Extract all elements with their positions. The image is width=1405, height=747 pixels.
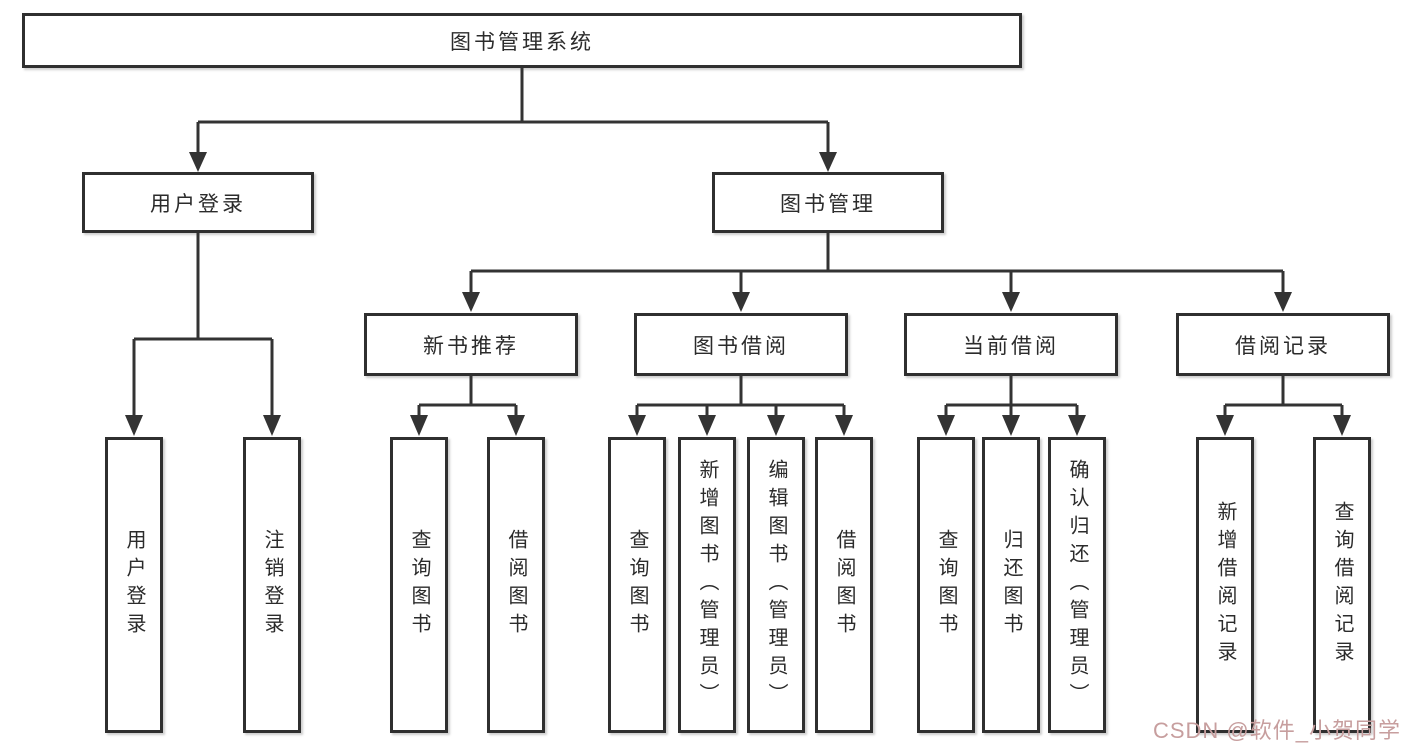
node-current-borrowing-label: 当前借阅 xyxy=(963,334,1059,358)
leaf-confirm-return-admin-label: 确认归还（管理员） xyxy=(1066,459,1088,711)
leaf-current-query-books-label: 查询图书 xyxy=(935,529,957,641)
leaf-edit-books-admin: 编辑图书（管理员） xyxy=(747,437,805,733)
node-book-borrowing-label: 图书借阅 xyxy=(693,334,789,358)
leaf-query-borrow-record: 查询借阅记录 xyxy=(1313,437,1371,733)
csdn-watermark: CSDN @软件_小贺同学 xyxy=(1152,718,1401,743)
leaf-user-login-label: 用户登录 xyxy=(123,529,145,641)
leaf-recommend-query-books: 查询图书 xyxy=(390,437,448,733)
leaf-recommend-borrow-books-label: 借阅图书 xyxy=(505,529,527,641)
leaf-recommend-borrow-books: 借阅图书 xyxy=(487,437,545,733)
leaf-borrowing-borrow-books-label: 借阅图书 xyxy=(833,529,855,641)
leaf-add-borrow-record: 新增借阅记录 xyxy=(1196,437,1254,733)
node-library-system: 图书管理系统 xyxy=(22,13,1022,68)
leaf-add-books-admin: 新增图书（管理员） xyxy=(678,437,736,733)
arrowheads xyxy=(125,152,1351,436)
leaf-confirm-return-admin: 确认归还（管理员） xyxy=(1048,437,1106,733)
leaf-return-books-label: 归还图书 xyxy=(1000,529,1022,641)
node-current-borrowing: 当前借阅 xyxy=(904,313,1118,376)
tree-lines xyxy=(132,68,1344,420)
node-new-book-recommendation-label: 新书推荐 xyxy=(423,334,519,358)
leaf-logout-label: 注销登录 xyxy=(261,529,283,641)
leaf-add-borrow-record-label: 新增借阅记录 xyxy=(1214,501,1236,669)
leaf-borrowing-query-books-label: 查询图书 xyxy=(626,529,648,641)
leaf-current-query-books: 查询图书 xyxy=(917,437,975,733)
leaf-user-login: 用户登录 xyxy=(105,437,163,733)
leaf-borrowing-borrow-books: 借阅图书 xyxy=(815,437,873,733)
leaf-edit-books-admin-label: 编辑图书（管理员） xyxy=(765,459,787,711)
leaf-add-books-admin-label: 新增图书（管理员） xyxy=(696,459,718,711)
leaf-query-borrow-record-label: 查询借阅记录 xyxy=(1331,501,1353,669)
node-user-login: 用户登录 xyxy=(82,172,314,233)
node-user-login-label: 用户登录 xyxy=(150,192,246,216)
node-book-management-label: 图书管理 xyxy=(780,192,876,216)
node-borrowing-records: 借阅记录 xyxy=(1176,313,1390,376)
leaf-return-books: 归还图书 xyxy=(982,437,1040,733)
node-borrowing-records-label: 借阅记录 xyxy=(1235,334,1331,358)
leaf-recommend-query-books-label: 查询图书 xyxy=(408,529,430,641)
node-book-management: 图书管理 xyxy=(712,172,944,233)
leaf-borrowing-query-books: 查询图书 xyxy=(608,437,666,733)
node-library-system-label: 图书管理系统 xyxy=(450,30,594,54)
node-new-book-recommendation: 新书推荐 xyxy=(364,313,578,376)
leaf-logout: 注销登录 xyxy=(243,437,301,733)
node-book-borrowing: 图书借阅 xyxy=(634,313,848,376)
